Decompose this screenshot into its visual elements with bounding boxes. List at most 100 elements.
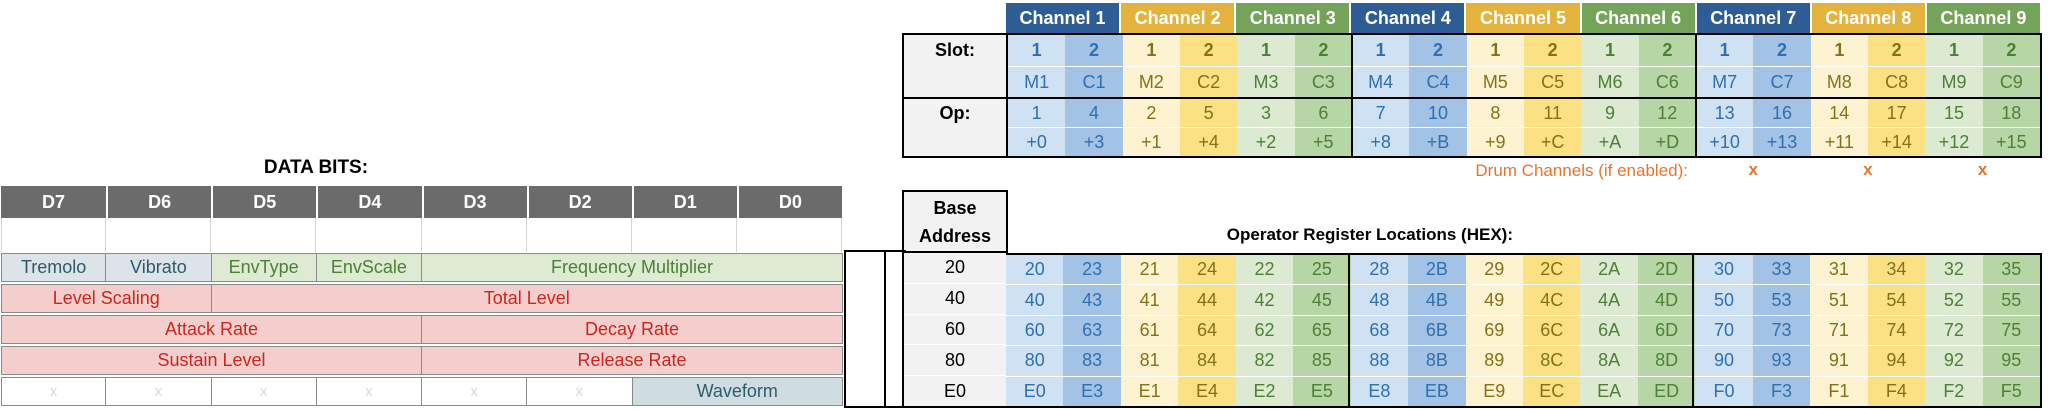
hex-cell: 94 (1867, 346, 1926, 376)
hex-cell: 60 (1006, 315, 1064, 346)
slot-cell: 1 (1466, 35, 1524, 66)
hex-cell: 2A (1580, 255, 1638, 285)
hex-cell: 30 (1695, 255, 1753, 285)
slot-name-cell: M2 (1122, 66, 1180, 97)
hex-cell: 29 (1465, 255, 1523, 285)
bit-empty-cell (316, 218, 422, 252)
hex-cell: 52 (1925, 285, 1983, 315)
hex-cell: 48 (1350, 285, 1409, 315)
hex-cell: 72 (1925, 315, 1983, 346)
hex-cell: 49 (1465, 285, 1523, 315)
sheet-border-line (844, 406, 906, 408)
hex-cell: E4 (1178, 376, 1236, 406)
group-divider (1692, 255, 1694, 406)
group-divider (1695, 35, 1697, 156)
hex-cell: 62 (1235, 315, 1294, 346)
offset-cell: +A (1581, 127, 1639, 156)
bit-cell: EnvType (211, 253, 317, 282)
base-address-cell: 80 (904, 344, 1006, 375)
op-cell: 3 (1237, 97, 1295, 127)
op-cell: 5 (1179, 97, 1238, 127)
slot-cell: 1 (1925, 35, 1983, 66)
slot-name-cell: M7 (1695, 66, 1754, 97)
hex-cell: 34 (1867, 255, 1926, 285)
drum-channels-label: Drum Channels (if enabled): (1475, 161, 1688, 180)
slot-name-cell: M4 (1351, 66, 1410, 97)
op-cell: 15 (1925, 97, 1983, 127)
hex-cell: F2 (1925, 376, 1983, 406)
bit-header-cell: D6 (106, 186, 212, 218)
bit-empty-row (1, 218, 842, 252)
hex-cell: 32 (1925, 255, 1983, 285)
bit-cell: Attack Rate (1, 315, 422, 344)
hex-cell: F5 (1982, 376, 2040, 406)
hex-cell: 95 (1982, 346, 2040, 376)
hex-cell: 55 (1982, 285, 2040, 315)
hex-cell: 8C (1522, 346, 1581, 376)
op-label: Op: (904, 97, 1006, 127)
hex-cell: F4 (1867, 376, 1926, 406)
hex-cell: 65 (1293, 315, 1351, 346)
hex-cell: 2B (1408, 255, 1466, 285)
slot-cell: 2 (1294, 35, 1352, 66)
hex-cell: 4A (1580, 285, 1638, 315)
hex-cell: 88 (1350, 346, 1409, 376)
group-divider (1348, 255, 1350, 406)
offset-cell: +8 (1351, 127, 1410, 156)
hex-cell: 74 (1867, 315, 1926, 346)
hex-cell: 53 (1752, 285, 1811, 315)
hex-cell: 8B (1408, 346, 1466, 376)
offset-cell: +1 (1122, 127, 1180, 156)
offset-cell: +15 (1982, 127, 2040, 156)
hex-cell: 75 (1982, 315, 2040, 346)
op-cell: 16 (1753, 97, 1811, 127)
hex-cell: 31 (1810, 255, 1868, 285)
op-cell: 6 (1294, 97, 1352, 127)
bit-cell: Release Rate (422, 346, 843, 375)
drum-mark: x (1977, 160, 1988, 179)
channel-header: Channel 3 (1236, 3, 1350, 33)
slot-cell: 2 (1523, 35, 1582, 66)
channel-header: Channel 8 (1811, 3, 1925, 33)
bit-header-cell: D0 (736, 186, 842, 218)
sheet-border-line (884, 251, 886, 408)
base-address-header-line2: Address (918, 225, 992, 246)
bit-empty-cell (737, 218, 842, 252)
bit-cell: Total Level (211, 284, 843, 313)
hex-cell: 54 (1867, 285, 1926, 315)
hex-cell: 61 (1120, 315, 1179, 346)
hex-cell: EA (1580, 376, 1638, 406)
op-cell: 12 (1638, 97, 1696, 127)
bit-cell: Frequency Multiplier (422, 253, 843, 282)
slot-name-cell: C4 (1409, 66, 1467, 97)
hex-cell: 90 (1695, 346, 1753, 376)
bit-cell: x (211, 377, 317, 406)
hex-cell: 6A (1580, 315, 1638, 346)
hex-cell: E0 (1006, 376, 1064, 406)
slot-cell: 2 (1409, 35, 1467, 66)
slot-cell: 2 (1065, 35, 1123, 66)
offset-cell: +D (1638, 127, 1696, 156)
offset-cell: +10 (1695, 127, 1754, 156)
offset-cell: +C (1523, 127, 1582, 156)
slot-label: Slot: (935, 40, 975, 60)
offset-cell: +9 (1466, 127, 1524, 156)
bit-header-cell: D2 (526, 186, 632, 218)
hex-cell: 8A (1580, 346, 1638, 376)
bit-cell: x (422, 377, 528, 406)
hex-cell: 23 (1063, 255, 1121, 285)
hex-cell: 50 (1695, 285, 1753, 315)
hex-cell: 35 (1982, 255, 2040, 285)
offset-cell: +14 (1867, 127, 1926, 156)
hex-cell: 80 (1006, 346, 1064, 376)
slot-cell: 2 (1867, 35, 1926, 66)
slot-cell: 2 (1753, 35, 1811, 66)
channel-header: Channel 9 (1926, 3, 2040, 33)
